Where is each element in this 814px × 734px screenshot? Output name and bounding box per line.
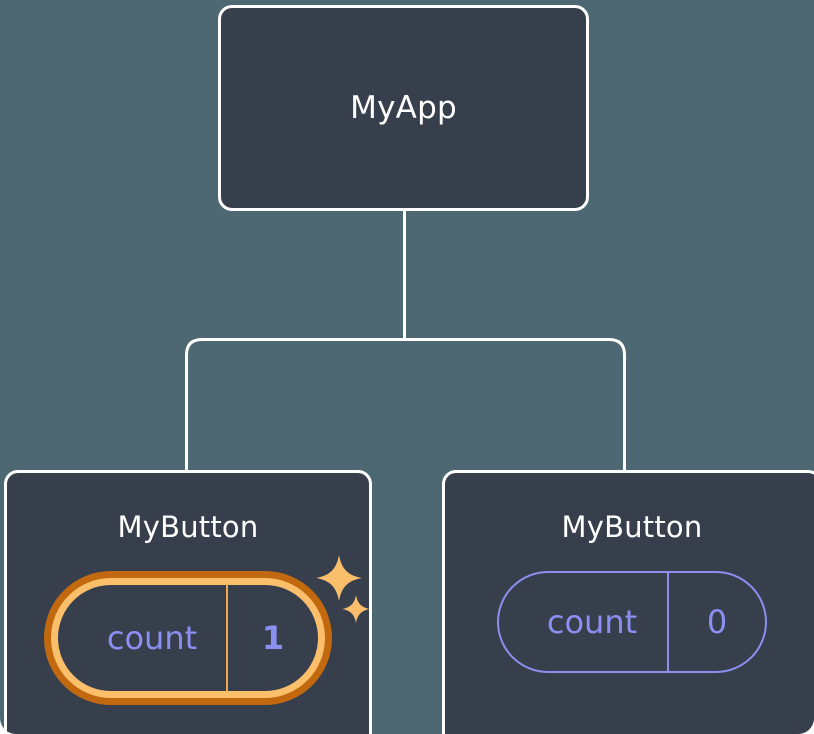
- state-pill-value: 0: [667, 573, 765, 671]
- component-node-title: MyButton: [561, 510, 703, 544]
- sparkle-small-icon: [342, 595, 370, 623]
- state-pill-highlight-ring-inner: count 1: [51, 578, 325, 698]
- state-pill-label: count: [546, 603, 638, 641]
- component-node-mybutton-right[interactable]: MyButton count 0: [442, 470, 814, 734]
- state-pill-highlight-ring-outer[interactable]: count 1: [44, 571, 332, 705]
- state-pill-wrapper: count 0: [497, 571, 767, 673]
- component-node-title: MyButton: [117, 510, 259, 544]
- component-node-mybutton-left[interactable]: MyButton count 1: [4, 470, 372, 734]
- component-node-myapp[interactable]: MyApp: [218, 5, 589, 211]
- connector-branch-right: [404, 338, 626, 470]
- connector-branch-left: [185, 338, 405, 470]
- state-pill-value: 1: [226, 585, 318, 691]
- component-node-title: MyApp: [350, 89, 457, 126]
- state-pill-wrapper-highlighted: count 1: [44, 555, 370, 705]
- sparkle-large-icon: [316, 555, 362, 601]
- state-pill-body[interactable]: count 0: [497, 571, 767, 673]
- state-pill-body: count 1: [58, 585, 318, 691]
- state-pill-label: count: [106, 619, 198, 657]
